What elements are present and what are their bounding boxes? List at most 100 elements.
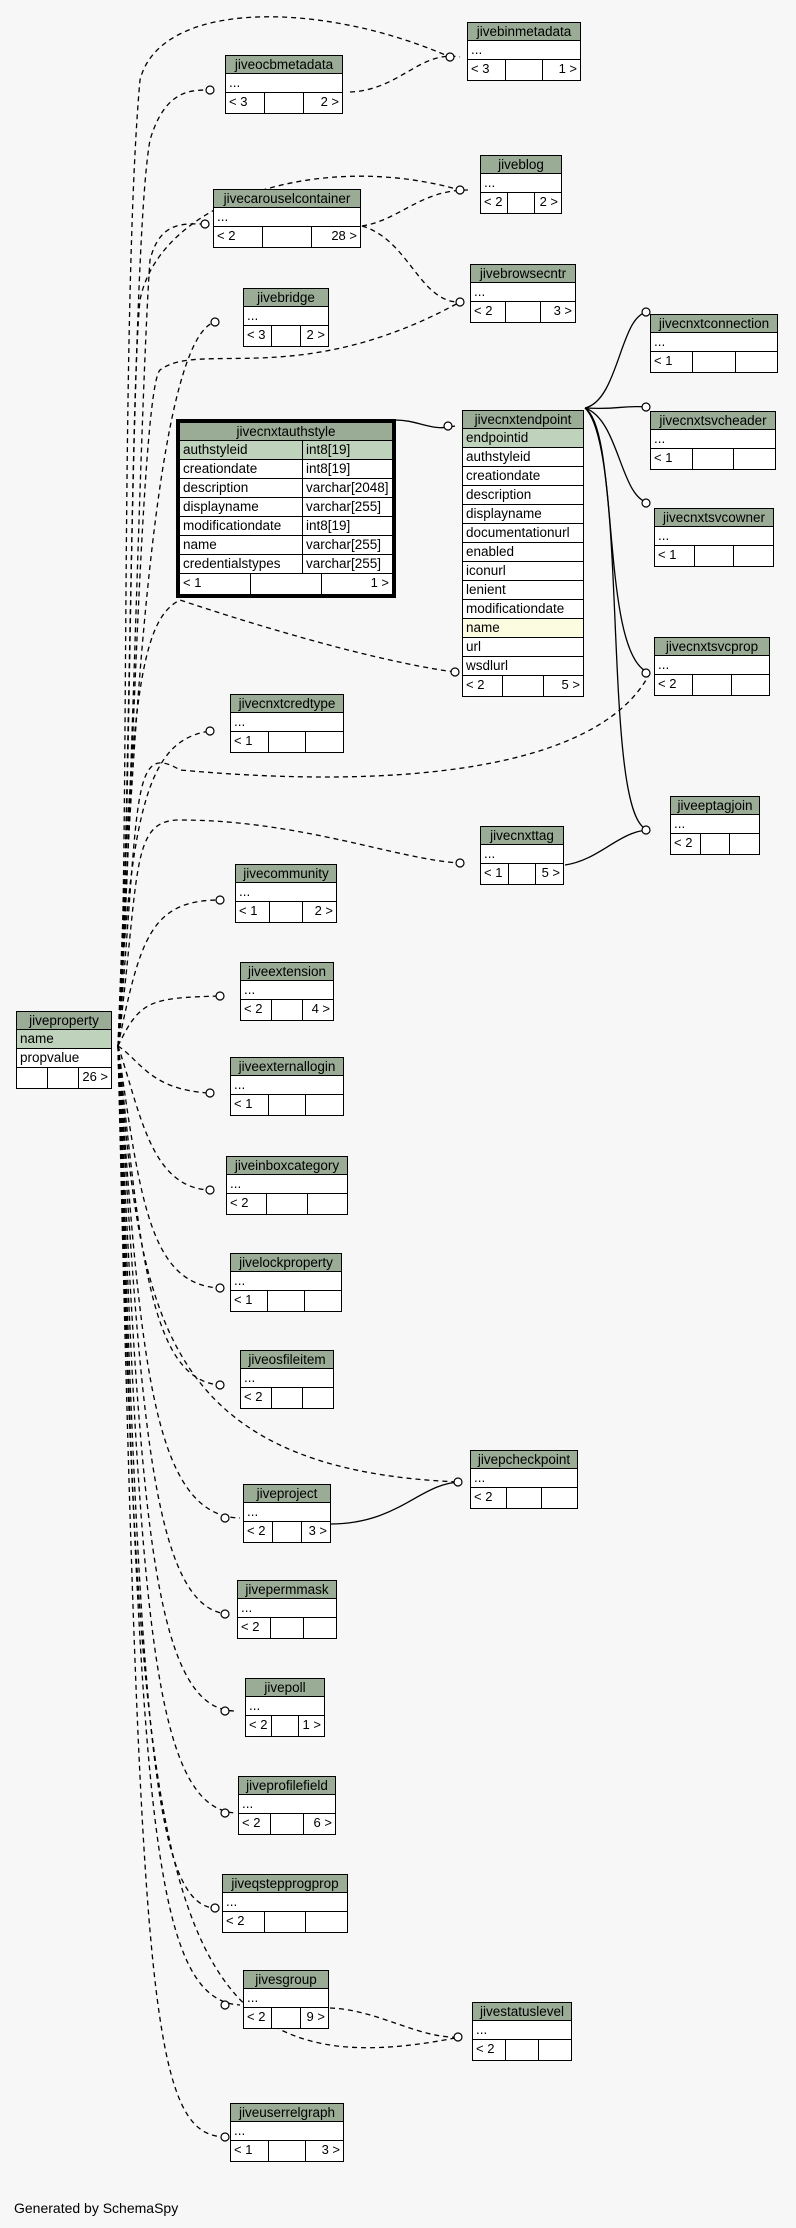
columns-collapsed: ... <box>214 208 360 227</box>
parents-count: < 2 <box>246 1716 273 1736</box>
columns-count <box>508 193 535 213</box>
column-type: varchar[255] <box>306 537 382 552</box>
column-documentationurl: documentationurl <box>463 524 583 543</box>
table-title: jiveproperty <box>17 1012 111 1030</box>
table-jivestatuslevel[interactable]: jivestatuslevel...< 2 <box>472 2002 572 2061</box>
column-url: url <box>463 638 583 657</box>
table-title: jivecnxtsvcprop <box>655 638 769 656</box>
table-jiveinboxcategory[interactable]: jiveinboxcategory...< 2 <box>226 1156 348 1215</box>
children-count <box>306 1912 347 1932</box>
columns-collapsed: ... <box>671 815 759 834</box>
table-jiveosfileitem[interactable]: jiveosfileitem...< 2 <box>240 1350 334 1409</box>
columns-collapsed: ... <box>244 1989 328 2008</box>
column-authstyleid: authstyleid <box>463 448 583 467</box>
table-jiveproperty[interactable]: jiveproperty name propvalue 26 > <box>16 1011 112 1089</box>
table-jivelockproperty[interactable]: jivelockproperty...< 1 <box>230 1253 342 1312</box>
column-type: varchar[255] <box>306 556 382 571</box>
table-title: jiveproject <box>244 1485 330 1503</box>
columns-count <box>269 732 307 752</box>
column-modificationdate: modificationdate <box>463 600 583 619</box>
table-jivecnxtendpoint[interactable]: jivecnxtendpoint endpointid authstyleid … <box>462 410 584 697</box>
table-title: jivesgroup <box>244 1971 328 1989</box>
table-jivepcheckpoint[interactable]: jivepcheckpoint...< 2 <box>470 1450 578 1509</box>
columns-count <box>265 93 304 113</box>
column-type: varchar[255] <box>306 499 382 514</box>
table-title: jivecnxttag <box>481 827 563 845</box>
table-jivecnxtsvcprop[interactable]: jivecnxtsvcprop...< 2 <box>654 637 770 696</box>
columns-count <box>273 1522 302 1542</box>
children-count: 5 > <box>541 865 561 880</box>
columns-count <box>272 2008 301 2028</box>
parents-count: < 2 <box>473 2040 506 2060</box>
parents-count: < 2 <box>463 676 504 696</box>
parents-count: < 2 <box>227 1194 268 1214</box>
columns-collapsed: ... <box>236 883 336 902</box>
children-count: 2 > <box>314 903 334 918</box>
table-title: jivecnxtsvcheader <box>651 412 775 430</box>
parents-count: < 1 <box>231 1095 269 1115</box>
columns-count <box>272 1388 303 1408</box>
columns-count <box>272 326 301 346</box>
parents-count: < 2 <box>481 193 508 213</box>
column-description: description <box>463 486 583 505</box>
children-count: 1 > <box>302 1717 321 1732</box>
table-footer: < 2 <box>223 1912 347 1932</box>
parents-count: < 2 <box>214 227 263 247</box>
table-jiveqstepprogprop[interactable]: jiveqstepprogprop...< 2 <box>222 1874 348 1933</box>
table-footer: < 2 <box>471 1488 577 1508</box>
table-jivecnxtcredtype[interactable]: jivecnxtcredtype...< 1 <box>230 694 344 753</box>
columns-collapsed: ... <box>241 1369 333 1388</box>
table-jiveeptagjoin[interactable]: jiveeptagjoin...< 2 <box>670 796 760 855</box>
table-title: jivecnxtauthstyle <box>180 423 392 441</box>
columns-count <box>269 1095 307 1115</box>
table-title: jiveeptagjoin <box>671 797 759 815</box>
table-title: jivelockproperty <box>231 1254 341 1272</box>
parents-count: < 3 <box>244 326 273 346</box>
children-count <box>539 2040 571 2060</box>
children-count: 1 > <box>370 575 389 590</box>
children-count: 4 > <box>311 1001 330 1016</box>
children-count: 26 > <box>82 1069 109 1084</box>
table-title: jiveocbmetadata <box>226 56 342 74</box>
columns-collapsed: ... <box>238 1599 336 1618</box>
columns-collapsed: ... <box>481 845 563 864</box>
columns-collapsed: ... <box>223 1893 347 1912</box>
table-footer: 26 > <box>17 1068 111 1088</box>
children-count: 2 > <box>306 327 325 342</box>
parents-count: < 2 <box>471 1488 507 1508</box>
columns-collapsed: ... <box>468 41 580 60</box>
columns-count <box>701 834 731 854</box>
table-jivecnxtsvcowner[interactable]: jivecnxtsvcowner...< 1 <box>654 508 774 567</box>
table-jivecnxtconnection[interactable]: jivecnxtconnection...< 1 <box>650 314 778 373</box>
table-jiveexternallogin[interactable]: jiveexternallogin...< 1 <box>230 1057 344 1116</box>
children-count: 1 > <box>558 61 578 76</box>
children-count <box>306 1095 343 1115</box>
columns-count <box>272 1000 303 1020</box>
table-jivepermmask[interactable]: jivepermmask...< 2 <box>237 1580 337 1639</box>
table-jivecnxtsvcheader[interactable]: jivecnxtsvcheader...< 1 <box>650 411 776 470</box>
parents-count: < 2 <box>223 1912 265 1932</box>
parents-count: < 2 <box>244 2008 273 2028</box>
column-name: authstyleid <box>180 441 303 459</box>
table-footer: < 1 <box>231 1291 341 1311</box>
